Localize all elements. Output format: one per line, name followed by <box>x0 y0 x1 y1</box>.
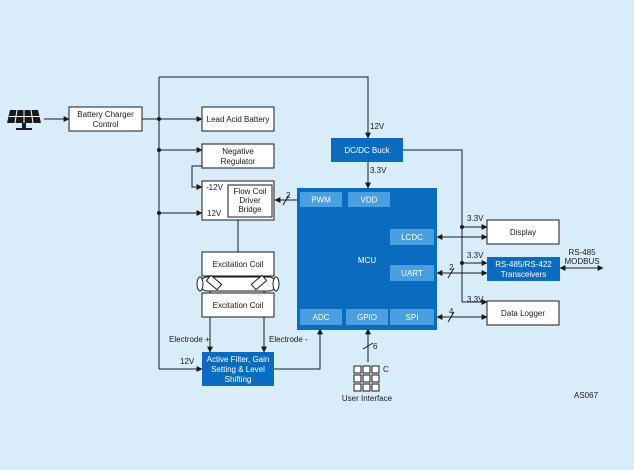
display-block <box>486 219 560 245</box>
lcdc-label: LCDC <box>401 233 423 242</box>
bridge-label-2: Driver <box>239 196 261 205</box>
keypad-icon <box>353 365 380 392</box>
excitation-coil-bottom-label: Excitation Coil <box>213 301 264 310</box>
vdd-port <box>348 192 390 207</box>
user-interface-label: User Interface <box>342 394 393 403</box>
pwm-port <box>300 192 342 207</box>
excitation-coil-top-block <box>201 251 275 277</box>
spi-port <box>390 309 434 325</box>
bus4-spi-label: 4 <box>449 307 454 316</box>
neg12v-label: -12V <box>206 183 224 192</box>
flow-coil-driver-bridge-block <box>227 184 273 218</box>
rs485-label-2: MODBUS <box>564 257 599 266</box>
dc-dc-buck-block <box>331 138 403 162</box>
solar-panel-icon <box>7 109 41 130</box>
v12-buck-label: 12V <box>370 122 385 131</box>
active-filter-block <box>202 352 274 386</box>
negative-regulator-label-2: Regulator <box>221 157 256 166</box>
electrode-plus-label: Electrode + <box>169 335 210 344</box>
keypad-c-label: C <box>383 365 389 374</box>
vdd-label: VDD <box>361 196 378 205</box>
transceivers-block <box>487 257 560 281</box>
adc-port <box>300 309 342 325</box>
gpio-label: GPIO <box>357 313 377 322</box>
lead-acid-battery-label: Lead Acid Battery <box>207 115 270 124</box>
excitation-coil-top-label: Excitation Coil <box>213 260 264 269</box>
bus2-uart-label: 2 <box>449 263 454 272</box>
display-label: Display <box>510 228 536 237</box>
pos12v-label: 12V <box>207 209 222 218</box>
excitation-coil-bottom-block <box>201 292 275 318</box>
mcu-block <box>297 188 437 330</box>
bus2-pwm-label: 2 <box>286 191 291 200</box>
mcu-label: MCU <box>358 256 376 265</box>
transceivers-label-2: Transceivers <box>501 270 547 279</box>
negative-regulator-label-1: Negative <box>222 147 254 156</box>
v33-display-label: 3.3V <box>467 214 484 223</box>
v33-buck-label: 3.3V <box>370 166 387 175</box>
v12-filter-label: 12V <box>180 357 195 366</box>
data-logger-block <box>486 300 560 326</box>
lead-acid-battery-block <box>201 106 275 132</box>
data-logger-label: Data Logger <box>501 309 545 318</box>
dc-dc-buck-label: DC/DC Buck <box>344 146 390 155</box>
bus6-gpio-label: 6 <box>373 342 378 351</box>
battery-charger-label-2: Control <box>93 120 119 129</box>
bridge-label-1: Flow Coil <box>234 187 267 196</box>
active-filter-label-3: Shifting <box>225 375 252 384</box>
figure-id-label: AS067 <box>574 391 599 400</box>
pwm-label: PWM <box>311 196 331 205</box>
v33-logger-label: 3.3V <box>467 295 484 304</box>
uart-label: UART <box>401 269 423 278</box>
wires <box>44 76 604 372</box>
lcdc-port <box>390 229 434 245</box>
negative-regulator-block <box>201 143 275 169</box>
transceivers-label-1: RS-485/RS-422 <box>495 260 552 269</box>
uart-port <box>390 265 434 281</box>
v33-transceiver-label: 3.3V <box>467 251 484 260</box>
bridge-label-3: Bridge <box>238 205 262 214</box>
gpio-port <box>346 309 388 325</box>
adc-label: ADC <box>313 313 330 322</box>
battery-charger-label-1: Battery Charger <box>77 110 134 119</box>
active-filter-label-1: Active Filter, Gain <box>207 355 270 364</box>
flow-tube-icon <box>196 274 280 292</box>
battery-charger-control-block <box>68 106 143 132</box>
rs485-label-1: RS-485 <box>568 248 596 257</box>
electrode-minus-label: Electrode - <box>269 335 308 344</box>
spi-label: SPI <box>406 313 419 322</box>
active-filter-label-2: Setting & Level <box>211 365 265 374</box>
